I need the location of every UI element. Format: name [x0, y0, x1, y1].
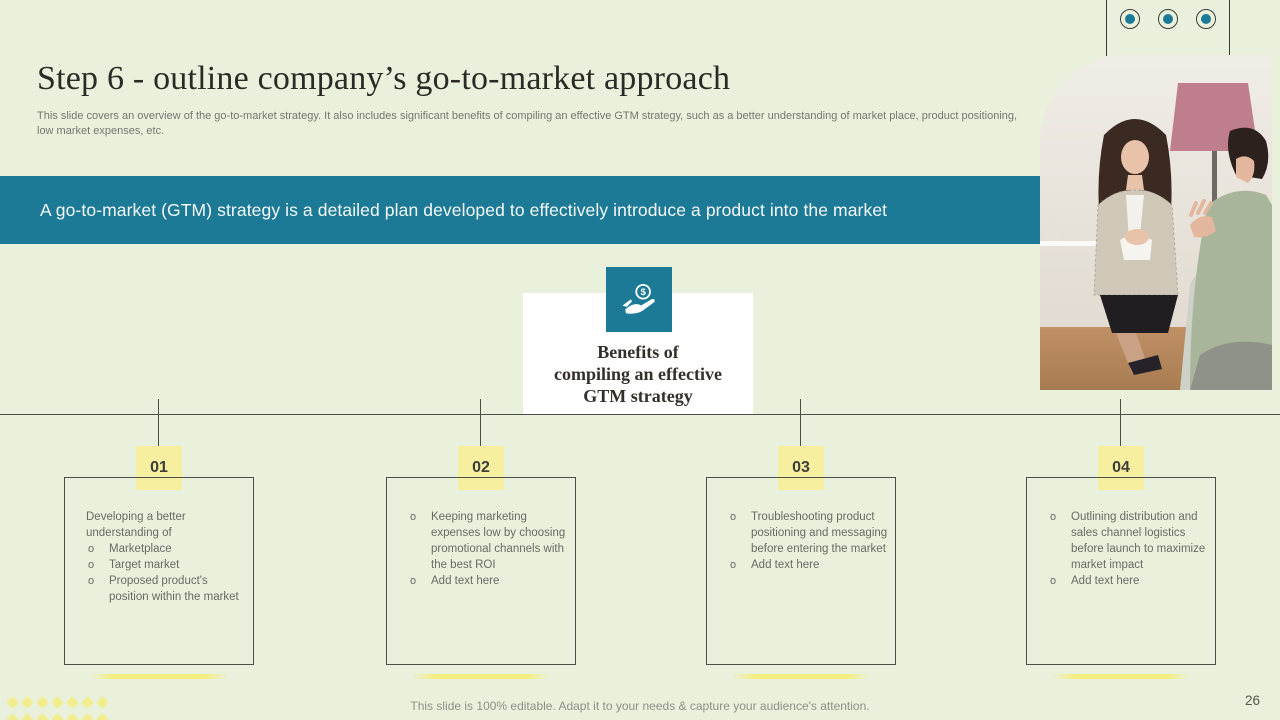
- benefits-card: $ Benefits of compiling an effective GTM…: [523, 267, 753, 415]
- step-bullet-list: Keeping marketing expenses low by choosi…: [387, 509, 575, 589]
- underline-accent: [1051, 674, 1191, 679]
- step-bullet: Target market: [65, 557, 253, 573]
- step-box: Developing a better understanding of Mar…: [64, 477, 254, 665]
- step-bullet-list: Outlining distribution and sales channel…: [1027, 509, 1215, 589]
- step-bullet: Marketplace: [65, 541, 253, 557]
- banner-text: A go-to-market (GTM) strategy is a detai…: [40, 199, 888, 220]
- decor-line: [1106, 0, 1107, 56]
- diamond-accent-icon: [6, 713, 19, 720]
- step-number-badge: 04: [1098, 446, 1144, 490]
- step-bullet: Add text here: [707, 557, 895, 573]
- diamond-accent-icon: [51, 713, 64, 720]
- page-number: 26: [1244, 693, 1260, 708]
- step-box: Troubleshooting product positioning and …: [706, 477, 896, 665]
- connector-line: [158, 399, 159, 446]
- diamond-accent-icon: [36, 713, 49, 720]
- underline-accent: [731, 674, 871, 679]
- step-bullet: Add text here: [1027, 573, 1215, 589]
- divider-line: [0, 414, 1280, 415]
- benefits-title: Benefits of compiling an effective GTM s…: [523, 341, 753, 407]
- step-bullet: Proposed product's position within the m…: [65, 573, 253, 605]
- step-bullet: Troubleshooting product positioning and …: [707, 509, 895, 557]
- gtm-definition-banner: A go-to-market (GTM) strategy is a detai…: [0, 176, 1041, 244]
- page-title: Step 6 - outline company’s go-to-market …: [37, 60, 731, 97]
- hand-holding-dollar-icon: $: [606, 267, 672, 332]
- benefits-title-line: Benefits of: [597, 342, 679, 362]
- step-bullet: Outlining distribution and sales channel…: [1027, 509, 1215, 573]
- connector-line: [1120, 399, 1121, 446]
- benefits-title-line: compiling an effective: [554, 364, 722, 384]
- step-box: Outlining distribution and sales channel…: [1026, 477, 1216, 665]
- diamond-accent-icon: [21, 713, 34, 720]
- circle-dot-icon: [1120, 9, 1140, 29]
- step-column-01: 01 Developing a better understanding of …: [64, 399, 254, 684]
- benefits-title-line: GTM strategy: [583, 386, 693, 406]
- diamond-accent-icon: [66, 713, 79, 720]
- corner-decor: [1098, 0, 1238, 56]
- step-bullet: Add text here: [387, 573, 575, 589]
- step-column-02: 02 Keeping marketing expenses low by cho…: [386, 399, 576, 684]
- step-bullet-list: Marketplace Target market Proposed produ…: [65, 541, 253, 605]
- step-bullet: Keeping marketing expenses low by choosi…: [387, 509, 575, 573]
- connector-line: [480, 399, 481, 446]
- svg-text:$: $: [640, 287, 646, 298]
- underline-accent: [89, 674, 229, 679]
- footer-note: This slide is 100% editable. Adapt it to…: [410, 699, 870, 713]
- circle-dot-icon: [1158, 9, 1178, 29]
- step-number-badge: 01: [136, 446, 182, 490]
- photo-two-women-talking: [1040, 55, 1272, 390]
- decor-line: [1229, 0, 1230, 56]
- diamond-accent-icon: [81, 713, 94, 720]
- step-column-04: 04 Outlining distribution and sales chan…: [1026, 399, 1216, 684]
- circle-dot-icon: [1196, 9, 1216, 29]
- step-column-03: 03 Troubleshooting product positioning a…: [706, 399, 896, 684]
- diamond-accent-row: [6, 713, 126, 720]
- underline-accent: [411, 674, 551, 679]
- step-number-badge: 02: [458, 446, 504, 490]
- diamond-accent-icon: [96, 713, 109, 720]
- step-intro: Developing a better understanding of: [86, 511, 186, 539]
- step-box: Keeping marketing expenses low by choosi…: [386, 477, 576, 665]
- connector-line: [800, 399, 801, 446]
- slide-subtitle: This slide covers an overview of the go-…: [37, 110, 1018, 137]
- step-number-badge: 03: [778, 446, 824, 490]
- step-bullet-list: Troubleshooting product positioning and …: [707, 509, 895, 573]
